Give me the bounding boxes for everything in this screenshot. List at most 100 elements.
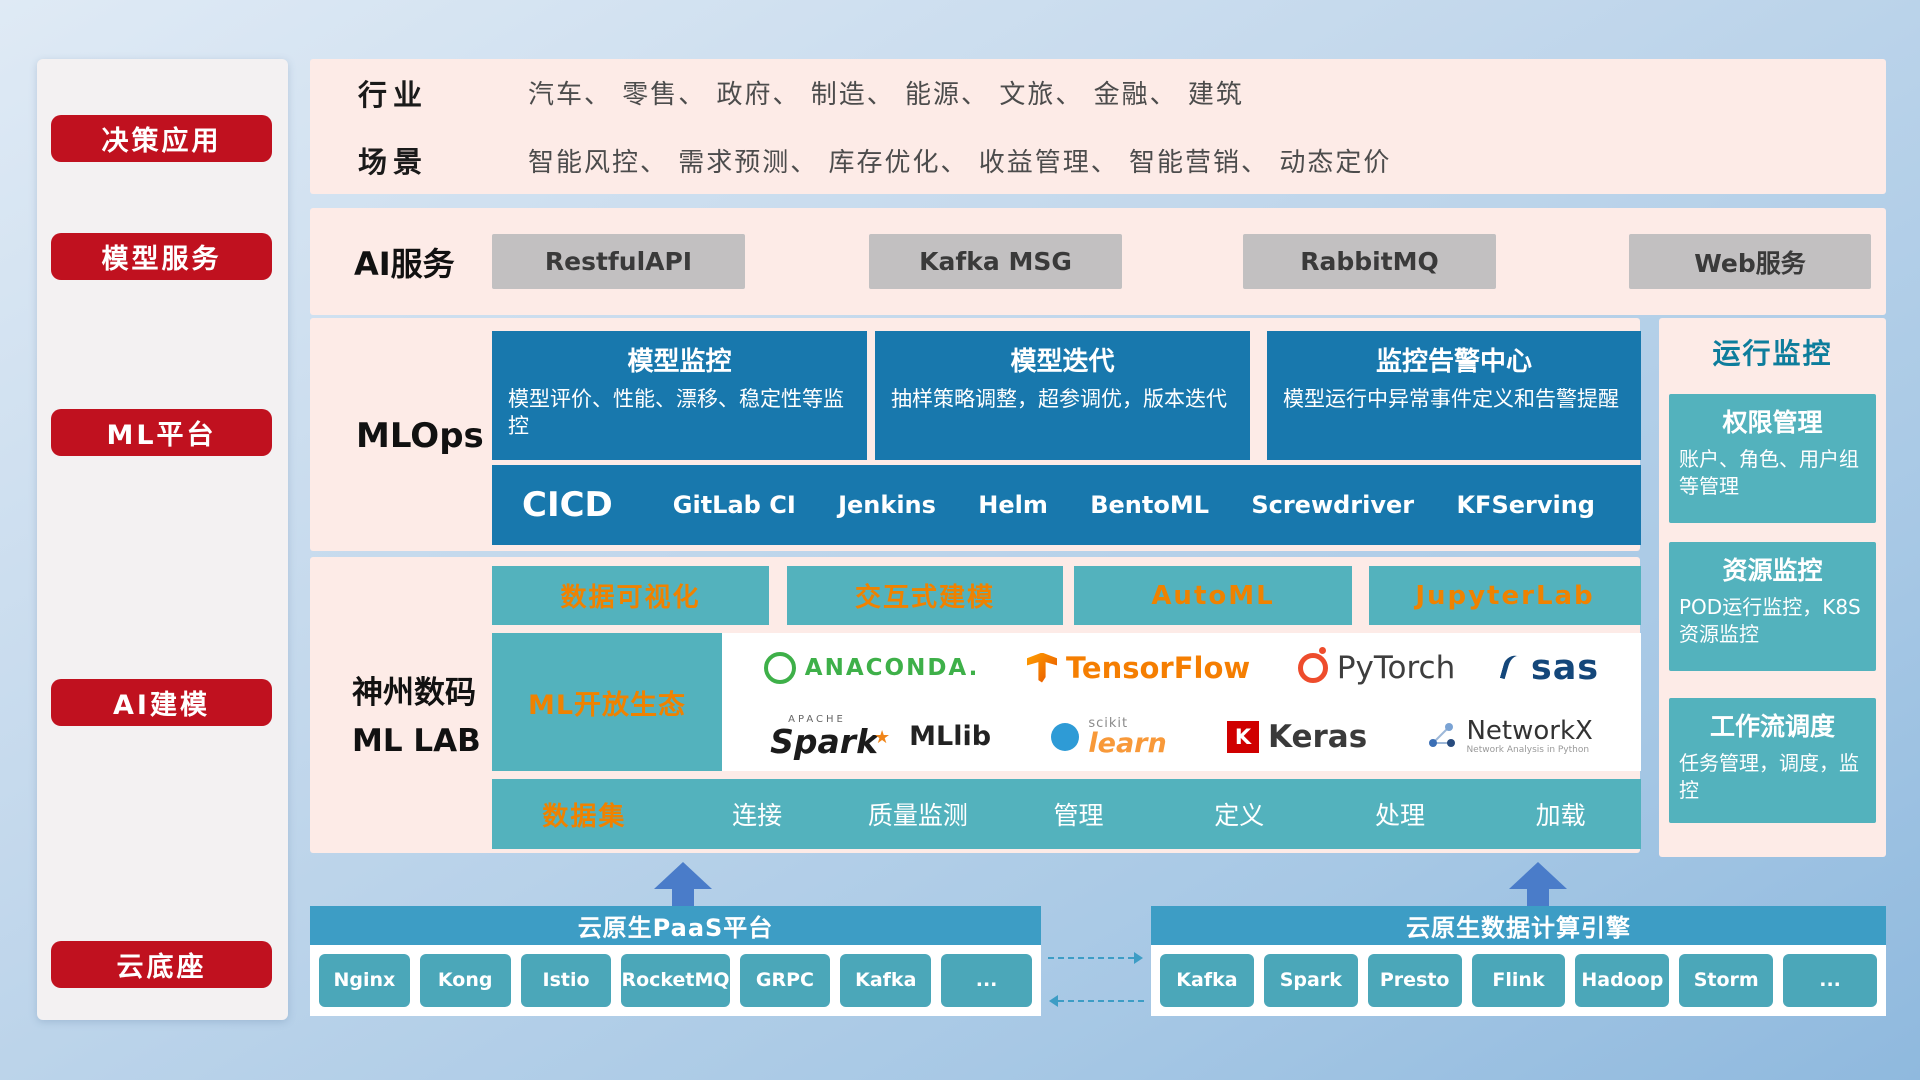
keras-wordmark: Keras bbox=[1267, 718, 1368, 755]
dataset-label: 数据集 bbox=[542, 801, 627, 832]
mllab-label-line1: 神州数码 bbox=[352, 675, 476, 711]
engine-item-kafka: Kafka bbox=[1160, 954, 1254, 1007]
card-desc: 抽样策略调整，超参调优，版本迭代 bbox=[891, 387, 1227, 411]
anaconda-logo: ANACONDA. bbox=[763, 651, 980, 684]
scikit-learn-logo: scikit learn bbox=[1051, 715, 1167, 757]
layer-chip-cloud-base: 云底座 bbox=[51, 941, 272, 988]
data-engine-bar: 云原生数据计算引擎 bbox=[1151, 906, 1886, 945]
cicd-item-kfserving: KFServing bbox=[1456, 491, 1595, 519]
cicd-item-screwdriver: Screwdriver bbox=[1251, 491, 1415, 519]
scikit-dot-icon bbox=[1051, 722, 1080, 751]
dashed-arrow-right-icon bbox=[1134, 952, 1143, 964]
dataset-bar: 数据集 连接 质量监测 管理 定义 处理 加载 bbox=[492, 779, 1641, 849]
dataset-item-load: 加载 bbox=[1535, 801, 1586, 830]
engine-item-more: ... bbox=[1783, 954, 1878, 1007]
layer-chip-decision-app: 决策应用 bbox=[51, 115, 272, 162]
tool-block-data-visualization: 数据可视化 bbox=[492, 566, 769, 625]
paas-components-strip: Nginx Kong Istio RocketMQ GRPC Kafka ... bbox=[310, 945, 1041, 1016]
mllab-label-line2: ML LAB bbox=[352, 723, 481, 760]
industry-label: 行业 bbox=[358, 77, 429, 112]
card-title: 权限管理 bbox=[1722, 408, 1823, 437]
tool-block-interactive-modeling: 交互式建模 bbox=[787, 566, 1063, 625]
mlops-card-model-iteration: 模型迭代 抽样策略调整，超参调优，版本迭代 bbox=[875, 331, 1250, 460]
up-arrow-icon bbox=[1509, 862, 1567, 907]
card-desc: 模型运行中异常事件定义和告警提醒 bbox=[1283, 387, 1619, 411]
networkx-graph-icon bbox=[1429, 723, 1456, 748]
layer-chip-model-service: 模型服务 bbox=[51, 233, 272, 280]
card-desc: 任务管理，调度，监控 bbox=[1679, 751, 1859, 802]
tool-block-automl: AutoML bbox=[1074, 566, 1352, 625]
card-desc: POD运行监控，K8S资源监控 bbox=[1679, 595, 1861, 646]
cicd-bar: CICD GitLab CI Jenkins Helm BentoML Scre… bbox=[492, 465, 1641, 545]
networkx-wordmark: NetworkX bbox=[1466, 716, 1593, 747]
paas-item-grpc: GRPC bbox=[739, 954, 831, 1007]
card-title: 监控告警中心 bbox=[1375, 347, 1532, 377]
engine-item-presto: Presto bbox=[1367, 954, 1462, 1007]
runtime-monitor-title: 运行监控 bbox=[1712, 337, 1833, 370]
dataset-item-manage: 管理 bbox=[1053, 801, 1104, 830]
paas-item-istio: Istio bbox=[520, 954, 612, 1007]
mlops-card-model-monitoring: 模型监控 模型评价、性能、漂移、稳定性等监控 bbox=[492, 331, 867, 460]
engine-item-storm: Storm bbox=[1679, 954, 1774, 1007]
spark-star-icon: ★ bbox=[874, 727, 891, 748]
service-block-restfulapi: RestfulAPI bbox=[492, 234, 745, 289]
layer-chip-ai-modeling: AI建模 bbox=[51, 679, 272, 726]
paas-item-rocketmq: RocketMQ bbox=[621, 954, 730, 1007]
networkx-logo: NetworkX Network Analysis in Python bbox=[1427, 716, 1593, 755]
service-block-rabbitmq: RabbitMQ bbox=[1243, 234, 1496, 289]
scene-value: 智能风控、 需求预测、 库存优化、 收益管理、 智能营销、 动态定价 bbox=[528, 147, 1392, 178]
paas-item-more: ... bbox=[941, 954, 1032, 1007]
cicd-item-jenkins: Jenkins bbox=[838, 491, 936, 519]
sas-logo: sas bbox=[1499, 648, 1599, 688]
left-layer-sidebar bbox=[37, 59, 288, 1020]
cicd-label: CICD bbox=[522, 485, 613, 525]
cicd-item-gitlab-ci: GitLab CI bbox=[672, 491, 796, 519]
engine-item-hadoop: Hadoop bbox=[1575, 954, 1670, 1007]
scikit-label: scikit bbox=[1088, 715, 1129, 731]
spark-wordmark: Spark★ bbox=[770, 722, 891, 761]
anaconda-ring-icon bbox=[763, 651, 796, 684]
cicd-item-bentoml: BentoML bbox=[1090, 491, 1209, 519]
ml-open-ecosystem-box: ML开放生态 ANACONDA. TensorFlow PyTorch bbox=[492, 633, 1641, 771]
keras-logo: K Keras bbox=[1226, 718, 1368, 755]
monitor-card-resource: 资源监控 POD运行监控，K8S资源监控 bbox=[1669, 542, 1876, 671]
pytorch-wordmark: PyTorch bbox=[1336, 649, 1456, 686]
layer-chip-ml-platform: ML平台 bbox=[51, 409, 272, 456]
up-arrow-icon bbox=[654, 862, 712, 907]
mlops-panel: MLOps 模型监控 模型评价、性能、漂移、稳定性等监控 模型迭代 抽样策略调整… bbox=[310, 318, 1641, 551]
data-engine-components-strip: Kafka Spark Presto Flink Hadoop Storm ..… bbox=[1151, 945, 1886, 1016]
engine-item-flink: Flink bbox=[1471, 954, 1566, 1007]
ecosystem-label: ML开放生态 bbox=[527, 689, 687, 721]
tensorflow-wordmark: TensorFlow bbox=[1066, 650, 1251, 685]
tensorflow-icon bbox=[1027, 652, 1057, 683]
scene-label: 场景 bbox=[358, 145, 429, 180]
industry-value: 汽车、 零售、 政府、 制造、 能源、 文旅、 金融、 建筑 bbox=[528, 80, 1244, 111]
ai-service-label: AI服务 bbox=[354, 244, 455, 283]
industry-scene-panel: 行业 汽车、 零售、 政府、 制造、 能源、 文旅、 金融、 建筑 场景 智能风… bbox=[310, 59, 1886, 194]
mlops-card-alert-center: 监控告警中心 模型运行中异常事件定义和告警提醒 bbox=[1267, 331, 1641, 460]
ecosystem-logo-area: ANACONDA. TensorFlow PyTorch sas bbox=[722, 633, 1641, 771]
dataset-item-process: 处理 bbox=[1374, 801, 1425, 830]
dataset-item-define: 定义 bbox=[1214, 801, 1265, 830]
mllab-label: 神州数码 ML LAB bbox=[352, 669, 481, 765]
anaconda-wordmark: ANACONDA. bbox=[804, 654, 980, 681]
tensorflow-logo: TensorFlow bbox=[1027, 651, 1250, 685]
card-desc: 账户、角色、用户组等管理 bbox=[1679, 447, 1859, 498]
cicd-item-helm: Helm bbox=[978, 491, 1048, 519]
pytorch-logo: PyTorch bbox=[1297, 646, 1456, 686]
pytorch-flame-icon bbox=[1297, 646, 1328, 683]
dashed-arrow-left-line bbox=[1058, 1000, 1144, 1002]
engine-item-spark: Spark bbox=[1263, 954, 1358, 1007]
spark-mllib-logo: APACHE Spark★ MLlib bbox=[770, 714, 991, 761]
paas-platform-bar: 云原生PaaS平台 bbox=[310, 906, 1041, 945]
apache-label: APACHE bbox=[788, 714, 846, 725]
networkx-subtitle: Network Analysis in Python bbox=[1466, 744, 1590, 755]
ai-service-panel: AI服务 RestfulAPI Kafka MSG RabbitMQ Web服务 bbox=[310, 208, 1886, 315]
card-title: 模型监控 bbox=[627, 347, 732, 377]
paas-item-nginx: Nginx bbox=[319, 954, 410, 1007]
dashed-arrow-right-line bbox=[1048, 957, 1134, 959]
keras-k-badge-icon: K bbox=[1226, 720, 1259, 753]
mllab-panel: 神州数码 ML LAB 数据可视化 交互式建模 AutoML JupyterLa… bbox=[310, 557, 1641, 853]
sas-swirl-icon bbox=[1499, 652, 1526, 683]
